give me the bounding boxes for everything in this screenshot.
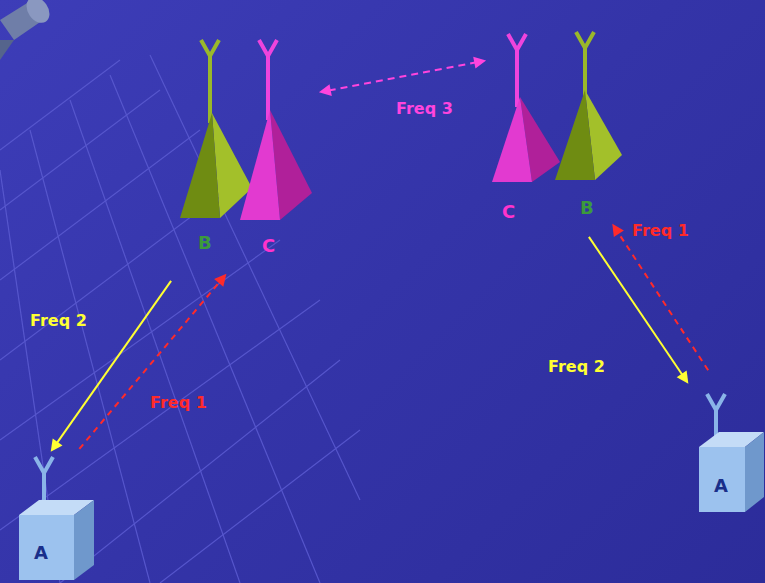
signal-line — [329, 62, 477, 90]
cube-front — [19, 515, 74, 580]
arrow-head — [677, 370, 689, 383]
node-shape — [14, 455, 100, 580]
terminal-cube: A — [14, 455, 100, 580]
cube-side — [745, 432, 764, 512]
transmitter-prism: B — [180, 38, 252, 258]
node-shape — [492, 32, 562, 227]
node-label: C — [262, 236, 275, 256]
frequency-label: Freq 2 — [30, 312, 87, 330]
antenna-symbol — [508, 34, 526, 107]
frequency-label: Freq 1 — [632, 222, 689, 240]
signal-line — [79, 281, 220, 448]
antenna-symbol — [201, 40, 219, 123]
signal-arrow — [51, 281, 171, 452]
prism-front — [492, 97, 532, 182]
cube-side — [74, 500, 94, 580]
antenna-symbol — [576, 32, 594, 100]
transmitter-prism: B — [550, 30, 622, 222]
signal-line — [589, 237, 683, 376]
prism-front — [555, 90, 595, 180]
node-label: C — [502, 202, 515, 222]
transmitter-prism: C — [492, 32, 562, 227]
prism-front — [180, 113, 220, 218]
node-shape — [238, 38, 313, 260]
node-shape — [550, 30, 622, 222]
node-label: A — [714, 476, 728, 496]
antenna-symbol — [259, 40, 277, 120]
cube-front — [699, 447, 745, 512]
frequency-label: Freq 2 — [548, 358, 605, 376]
frequency-label: Freq 1 — [150, 394, 207, 412]
signal-arrow — [79, 274, 226, 449]
arrow-head — [51, 438, 63, 451]
signal-arrow — [612, 224, 708, 371]
signal-line — [618, 232, 708, 370]
node-label: B — [580, 198, 594, 218]
node-shape — [180, 38, 252, 258]
node-shape — [694, 392, 765, 520]
signal-line — [56, 281, 171, 444]
corner-cylinder — [0, 0, 54, 60]
terminal-cube: A — [694, 392, 765, 520]
node-label: A — [34, 543, 48, 563]
transmitter-prism: C — [238, 38, 313, 260]
node-label: B — [198, 233, 212, 253]
prism-front — [240, 110, 280, 220]
frequency-label: Freq 3 — [396, 100, 453, 118]
arrow-head — [612, 224, 624, 237]
signal-arrow — [319, 57, 486, 96]
